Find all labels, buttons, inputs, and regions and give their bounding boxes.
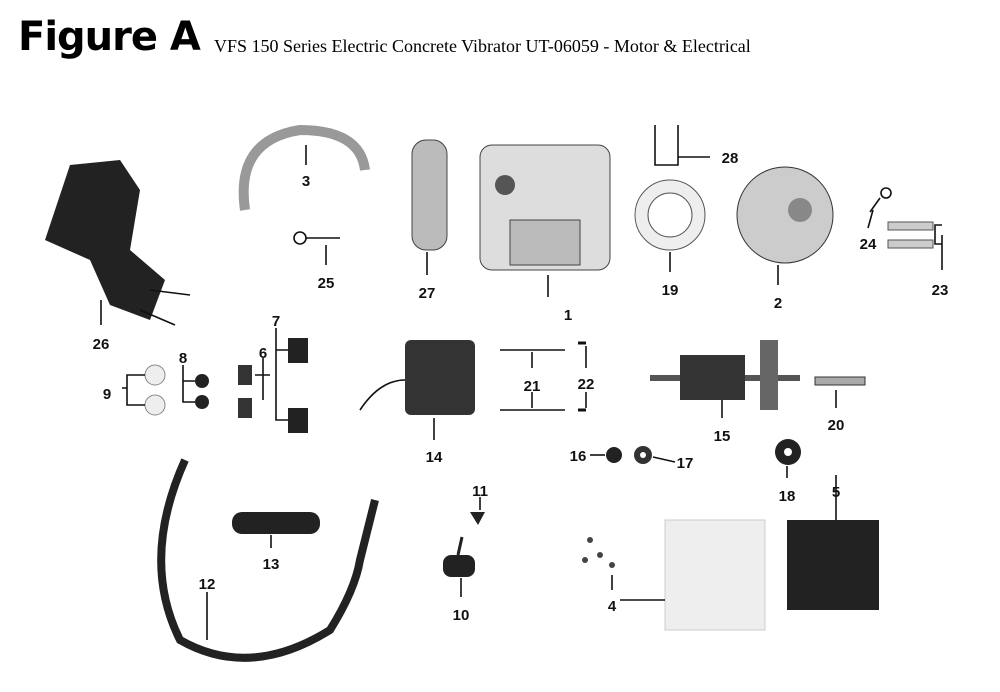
callout-12: 12	[199, 576, 216, 593]
part-11-knob	[470, 512, 485, 525]
callout-7: 7	[272, 313, 280, 330]
part-25-eye-bolt	[293, 231, 340, 245]
part-4-plate-screws	[582, 519, 766, 631]
figure-label: Figure A	[18, 14, 201, 60]
part-6-capacitors	[238, 365, 252, 418]
callout-24: 24	[860, 236, 877, 253]
part-1-motor-housing	[479, 144, 611, 271]
callout-27: 27	[419, 285, 436, 302]
part-27-ring	[411, 139, 448, 251]
part-20-shaft	[814, 376, 866, 386]
part-17-washer	[634, 446, 652, 464]
callout-22: 22	[578, 376, 595, 393]
part-9-caps	[144, 364, 166, 416]
callout-23: 23	[932, 282, 949, 299]
part-3-handle	[238, 124, 370, 211]
callout-10: 10	[453, 607, 470, 624]
diagram-title: VFS 150 Series Electric Concrete Vibrato…	[214, 36, 751, 56]
callout-20: 20	[828, 417, 845, 434]
callout-8: 8	[179, 350, 187, 367]
part-14-stator	[359, 340, 475, 415]
callout-25: 25	[318, 275, 335, 292]
callout-17: 17	[677, 455, 694, 472]
callout-19: 19	[662, 282, 679, 299]
callout-13: 13	[263, 556, 280, 573]
part-13-grip	[232, 512, 320, 534]
part-19-gasket	[634, 179, 706, 251]
callout-1: 1	[564, 307, 572, 324]
part-12-cord	[157, 458, 379, 662]
callout-21: 21	[524, 378, 541, 395]
callout-11: 11	[472, 483, 488, 500]
callout-28: 28	[722, 150, 739, 167]
callout-5: 5	[832, 484, 840, 501]
callout-6: 6	[259, 345, 267, 362]
callout-3: 3	[302, 173, 310, 190]
part-28-pins	[654, 125, 679, 160]
callout-14: 14	[426, 449, 443, 466]
callout-9: 9	[103, 386, 111, 403]
callout-15: 15	[714, 428, 731, 445]
part-5-cover	[787, 520, 879, 610]
callout-18: 18	[779, 488, 796, 505]
part-21-22-brushes	[500, 341, 586, 412]
part-10-switch	[443, 536, 475, 577]
part-15-armature	[650, 340, 800, 410]
part-23-bolts	[887, 221, 934, 249]
part-26-switch-handle	[45, 160, 191, 326]
callout-26: 26	[93, 336, 110, 353]
part-16-ring	[606, 447, 622, 463]
part-2-end-bell	[736, 166, 834, 264]
callout-16: 16	[570, 448, 587, 465]
part-18-washer	[775, 439, 801, 465]
leader-lines	[100, 145, 943, 640]
part-24-eye-bolt	[869, 187, 892, 213]
part-7-switches	[288, 338, 308, 433]
callout-2: 2	[774, 295, 782, 312]
callout-4: 4	[608, 598, 617, 615]
part-8-knobs	[195, 374, 209, 409]
